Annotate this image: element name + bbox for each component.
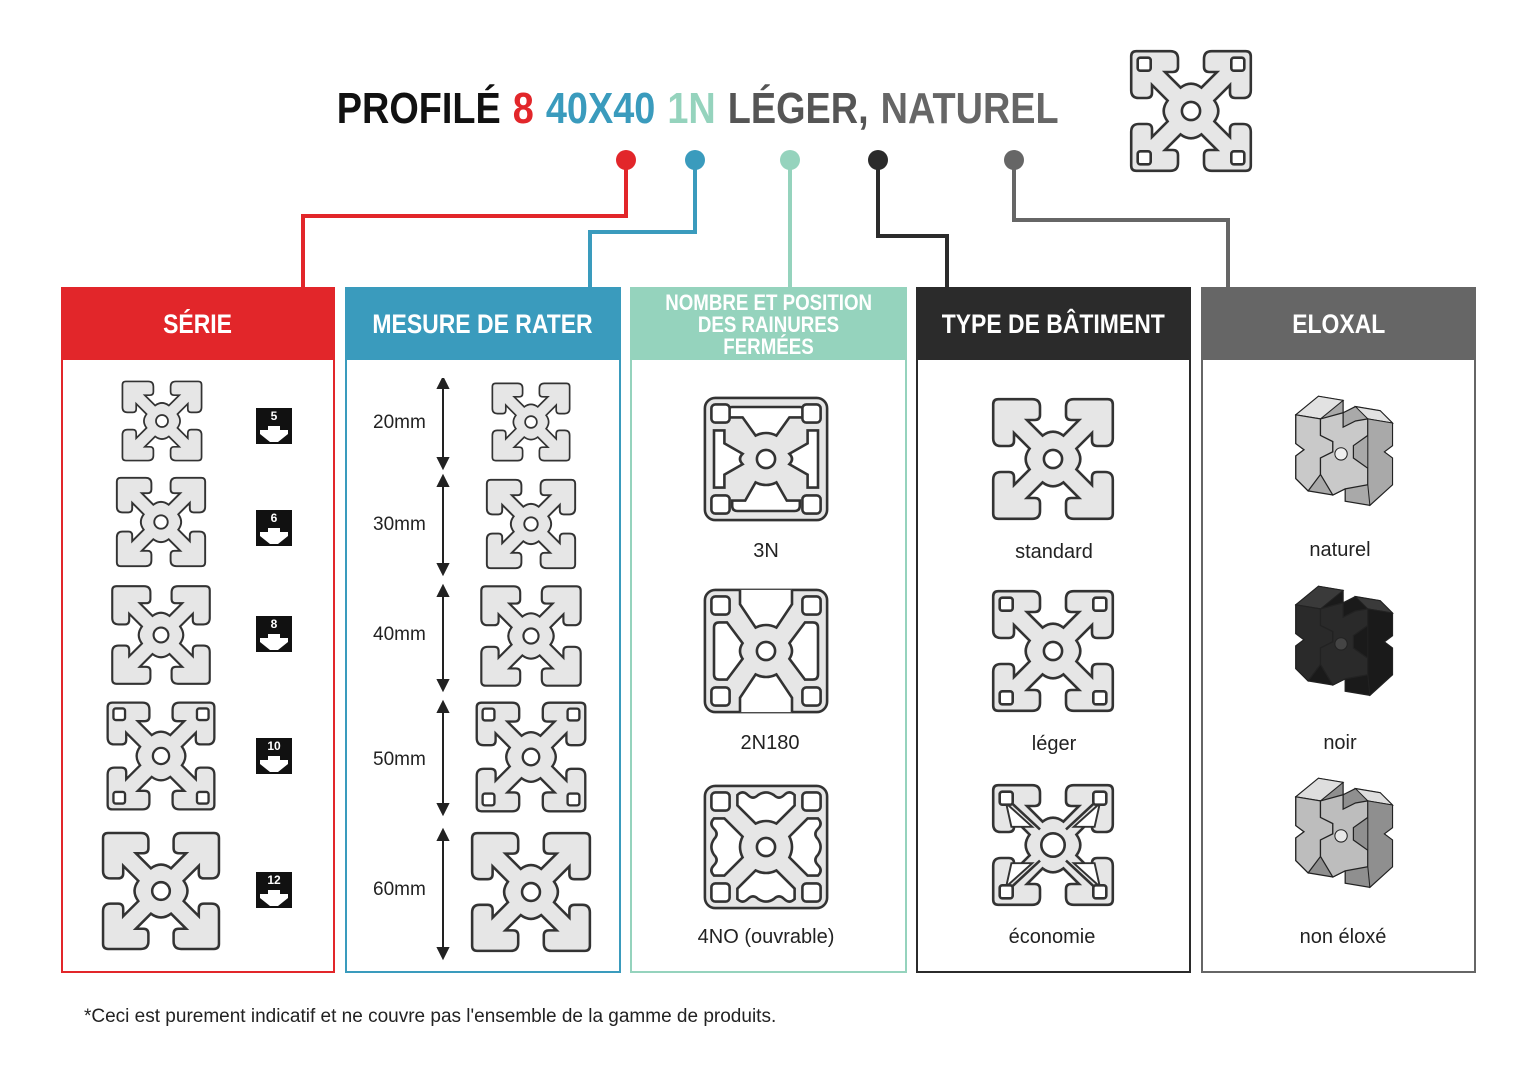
panel-serie-body: 5 6 8 10 12 [63,360,333,971]
type-profile-leger [991,589,1115,713]
panel-mesure-title: MESURE DE RATER [372,309,594,339]
groove-caption-4no: 4NO (ouvrable) [697,926,835,948]
connector-finish [1004,150,1230,288]
title-grooves: 1N [667,84,717,133]
panel-type-header: TYPE DE BÂTIMENT [918,289,1189,360]
connector-lines [301,150,1230,288]
size-profile-60 [470,831,592,953]
panel-mesure-header: MESURE DE RATER [347,289,619,360]
groove-caption-2n180: 2N180 [740,732,800,754]
panel-type: TYPE DE BÂTIMENT standard léger économie [916,287,1191,973]
page-title: PROFILÉ 8 40X40 1N LÉGER, NATUREL [0,84,1536,134]
type-profile-standard [991,397,1115,521]
serie-badge-6: 6 [256,510,292,546]
dimension-arrows [436,378,450,961]
serie-profile-12 [101,831,221,951]
eloxal-caption-non-eloxe: non éloxé [1299,926,1387,948]
title-finish: NATUREL [880,84,1059,133]
panel-serie-header: SÉRIE [63,289,333,360]
type-caption-leger: léger [1031,733,1077,755]
serie-badge-6-label: 6 [270,511,278,525]
title-prefix: PROFILÉ [337,84,502,133]
title-type: LÉGER, [728,84,869,133]
panel-rainures: NOMBRE ET POSITION DES RAINURES FERMÉES … [630,287,907,973]
serie-badge-5: 5 [256,408,292,444]
serie-badge-12-label: 12 [267,873,281,887]
eloxal-block-naturel [1295,395,1394,506]
size-profile-40 [480,585,582,687]
panel-eloxal-body: naturel noir non éloxé [1203,360,1474,971]
connector-type [868,150,949,288]
serie-badge-12: 12 [256,872,292,908]
title-series: 8 [513,84,535,133]
panel-mesure-body: 20mm 30mm 40mm 50mm 60mm [347,360,619,971]
serie-profile-8 [111,585,211,685]
panel-mesure: MESURE DE RATER 20mm 30mm 40mm 50mm 60mm [345,287,621,973]
serie-badge-10: 10 [256,738,292,774]
panel-rainures-title-line2: DES RAINURES FERMÉES [697,311,840,359]
eloxal-caption-noir: noir [1323,732,1357,754]
eloxal-block-non-eloxe [1295,777,1394,888]
size-label-40: 40mm [373,624,426,645]
type-profile-economie [991,783,1115,907]
size-label-20: 20mm [373,412,426,433]
eloxal-block-noir [1295,585,1394,696]
size-profile-20 [491,382,571,462]
connector-size [588,150,705,288]
groove-profile-2n180 [703,588,829,714]
serie-badge-5-label: 5 [270,409,278,423]
groove-caption-3n: 3N [753,540,779,562]
size-label-50: 50mm [373,749,426,770]
panel-eloxal-title: ELOXAL [1291,309,1386,339]
type-caption-economie: économie [1008,926,1096,948]
serie-badge-8-label: 8 [270,617,278,631]
groove-profile-3n [703,396,829,522]
panel-type-title: TYPE DE BÂTIMENT [941,309,1166,339]
serie-badge-10-label: 10 [267,739,281,753]
panel-eloxal-header: ELOXAL [1203,289,1474,360]
title-size: 40X40 [546,84,656,133]
panel-rainures-title-line1: NOMBRE ET POSITION [665,289,872,315]
connector-grooves [780,150,800,288]
size-profile-30 [485,478,577,570]
panel-serie: SÉRIE 5 6 8 10 12 [61,287,335,973]
panel-type-body: standard léger économie [918,360,1189,971]
serie-profile-6 [115,476,207,568]
footnote: *Ceci est purement indicatif et ne couvr… [84,1006,777,1027]
panel-eloxal: ELOXAL naturel noir non éloxé [1201,287,1476,973]
size-label-30: 30mm [373,514,426,535]
serie-profile-5 [121,380,203,462]
size-label-60: 60mm [373,879,426,900]
groove-profile-4no [703,784,829,910]
panel-rainures-body: 3N 2N180 4NO (ouvrable) [632,360,905,971]
panel-serie-title: SÉRIE [163,309,233,339]
eloxal-caption-naturel: naturel [1309,539,1371,561]
serie-badge-8: 8 [256,616,292,652]
connector-series [301,150,636,288]
type-caption-standard: standard [1015,541,1093,563]
size-profile-50 [475,701,587,813]
serie-profile-10 [106,701,216,811]
panel-rainures-header: NOMBRE ET POSITION DES RAINURES FERMÉES [632,289,905,360]
